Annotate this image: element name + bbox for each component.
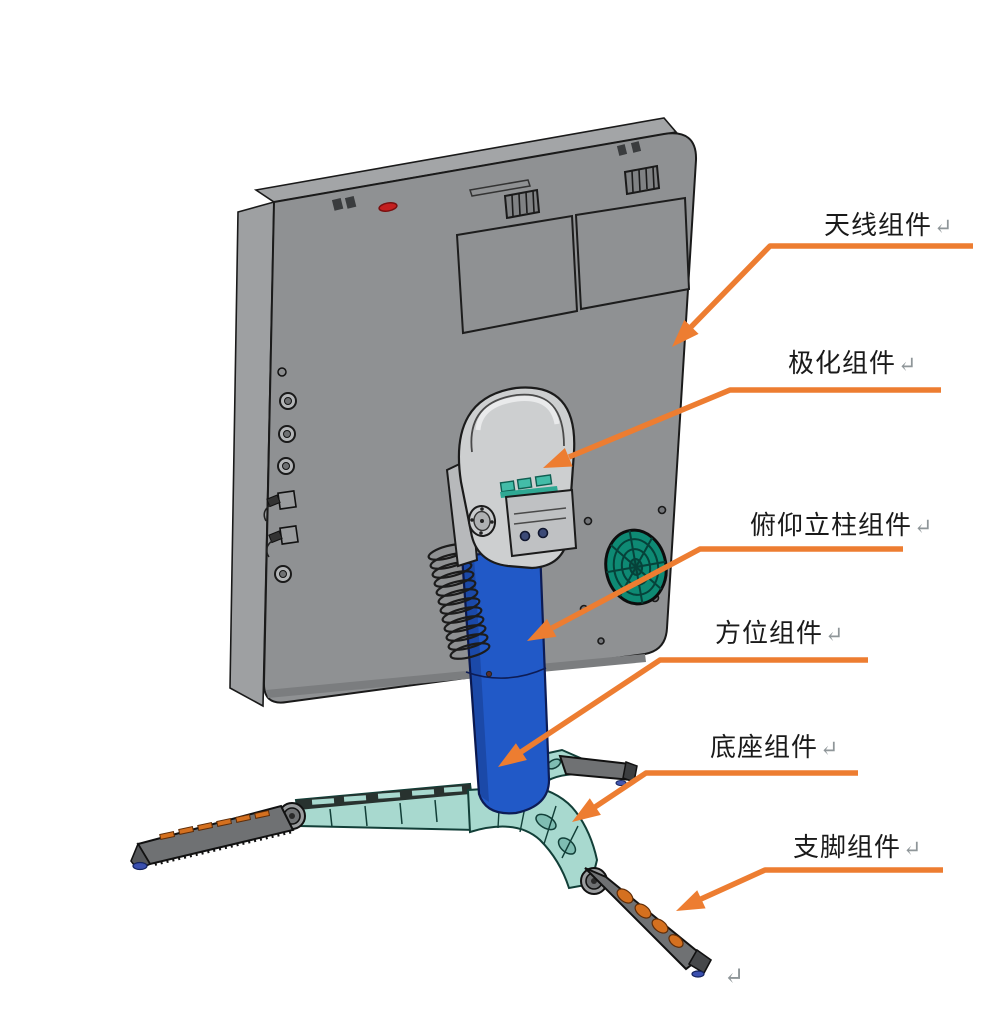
panel-clips [331,141,642,211]
polarization-assembly [445,386,578,570]
paragraph-mark: ↵ [914,514,933,539]
top-connector-blocks [503,164,661,220]
callout-label-antenna: 天线组件↵ [824,211,953,240]
side-connectors [263,367,299,583]
leader-antenna [672,243,973,347]
callout-leaders [498,243,973,911]
cooling-fan [604,528,668,606]
leader-azimuth [498,657,868,767]
round-flange [467,505,497,537]
paragraph-mark: ↵ [825,622,844,647]
red-indicator [378,202,398,212]
leg-orange-slots [616,888,684,948]
callout-label-base: 底座组件↵ [710,733,839,762]
stray-paragraph-mark: ↵ [724,964,745,990]
callout-label-leg: 支脚组件↵ [793,833,922,862]
leader-pitch-column [527,546,903,641]
right-leg [584,867,713,978]
leader-base [572,770,858,822]
leader-polarization [543,387,941,468]
teal-clips [499,474,558,498]
left-leg [130,804,295,871]
base-assembly [130,748,713,978]
callout-label-pitch-column: 俯仰立柱组件↵ [750,511,933,540]
pitch-column [460,546,551,815]
left-arm [294,782,478,832]
callout-label-azimuth: 方位组件↵ [715,619,844,648]
paragraph-mark: ↵ [898,352,917,377]
callout-label-polarization: 极化组件↵ [788,349,917,378]
leader-leg [676,867,943,911]
paragraph-mark: ↵ [934,214,953,239]
paragraph-mark: ↵ [903,836,922,861]
paragraph-mark: ↵ [820,736,839,761]
